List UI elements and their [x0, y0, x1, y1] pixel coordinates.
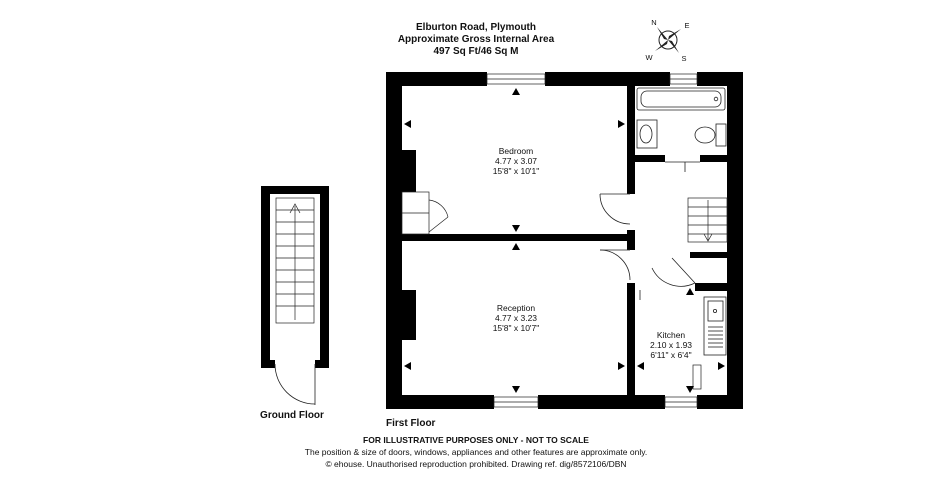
reception-imperial: 15'8" x 10'7" — [493, 323, 540, 333]
ground-floor-label: Ground Floor — [260, 410, 324, 421]
staircase-icon — [275, 197, 315, 324]
door-kitchen — [639, 257, 696, 300]
address-title: Elburton Road, Plymouth — [416, 22, 536, 33]
area-value: 497 Sq Ft/46 Sq M — [433, 46, 518, 57]
compass-w: W — [645, 53, 653, 62]
area-title: Approximate Gross Internal Area — [398, 34, 555, 45]
compass-s: S — [681, 54, 686, 63]
bedroom-name: Bedroom — [499, 146, 534, 156]
kitchen-name: Kitchen — [657, 330, 686, 340]
door-bathroom — [665, 161, 700, 172]
copyright-text: © ehouse. Unauthorised reproduction proh… — [325, 459, 626, 469]
compass-icon: N E S W — [645, 18, 689, 63]
ground-door-icon — [274, 363, 316, 405]
compass-e: E — [684, 21, 689, 30]
landing-stairs-icon — [687, 197, 728, 243]
ground-floor-plan — [261, 186, 329, 405]
compass-n: N — [651, 18, 656, 27]
window-reception — [493, 396, 539, 408]
bedroom-imperial: 15'8" x 10'1" — [493, 166, 540, 176]
cupboard-icon — [401, 191, 449, 235]
kitchen-metric: 2.10 x 1.93 — [650, 340, 692, 350]
reception-name: Reception — [497, 303, 536, 313]
kitchen-sink-icon — [703, 296, 727, 356]
door-reception — [599, 249, 631, 281]
reception-metric: 4.77 x 3.23 — [495, 313, 537, 323]
bedroom-metric: 4.77 x 3.07 — [495, 156, 537, 166]
first-floor-plan — [386, 72, 743, 409]
window-bathroom — [669, 73, 698, 85]
basin-icon — [636, 119, 658, 149]
window-kitchen — [664, 396, 698, 408]
door-bedroom — [599, 193, 631, 225]
first-floor-label: First Floor — [386, 418, 436, 429]
toilet-icon — [694, 123, 727, 147]
kitchen-imperial: 6'11" x 6'4" — [650, 350, 691, 360]
bath-icon — [636, 87, 726, 111]
disclaimer-text: The position & size of doors, windows, a… — [305, 447, 647, 457]
window-bedroom — [486, 73, 546, 85]
disclaimer-title: FOR ILLUSTRATIVE PURPOSES ONLY - NOT TO … — [363, 435, 589, 445]
dimension-markers — [404, 88, 725, 393]
kitchen-appliance-icon — [692, 364, 702, 390]
